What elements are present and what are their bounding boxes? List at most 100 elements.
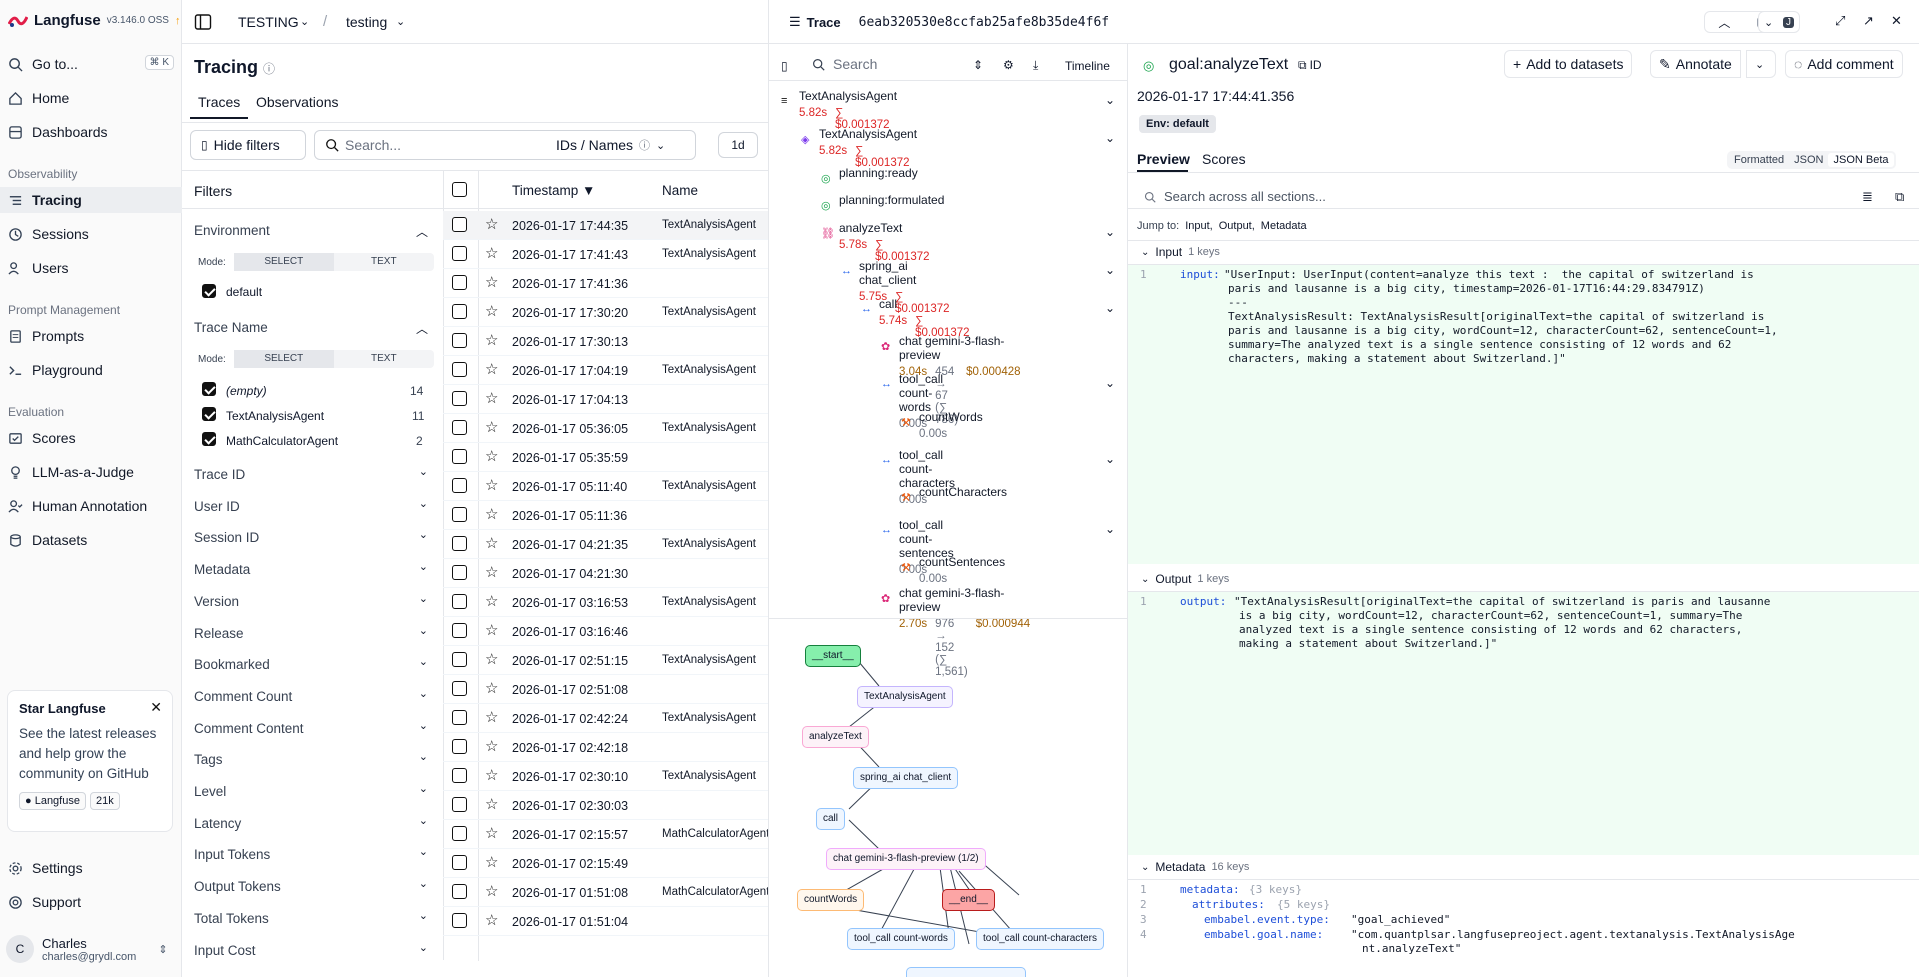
graph-node-tool-chars[interactable]: tool_call count-characters [976,928,1104,950]
filter-collapsed[interactable]: Latency⌄ [194,815,428,832]
timeline-toggle[interactable]: Timeline [1065,59,1110,73]
star-icon[interactable]: ☆ [485,274,499,291]
mode-select[interactable]: SELECT [233,350,334,368]
name-checkbox[interactable] [202,382,216,396]
chevron-down-icon[interactable]: ⌄ [1105,131,1116,145]
table-row[interactable] [443,211,768,240]
chevron-down-icon[interactable]: ⌄ [1105,376,1116,390]
name-checkbox[interactable] [202,407,216,421]
graph-node-agent[interactable]: TextAnalysisAgent [857,686,953,708]
chevron-down-icon[interactable]: ⌄ [1105,93,1116,107]
graph-node-end[interactable]: __end__ [942,889,995,911]
row-checkbox[interactable] [452,884,467,899]
mode-select[interactable]: SELECT [233,253,334,271]
star-icon[interactable]: ☆ [485,390,499,407]
row-checkbox[interactable] [452,652,467,667]
search-mode-select[interactable]: IDs / Names [556,137,634,153]
star-icon[interactable]: ☆ [485,506,499,523]
github-star-button[interactable]: ● Langfuse 21k [19,792,161,810]
mode-segmented[interactable]: SELECT TEXT [233,350,434,368]
graph-node-client[interactable]: spring_ai chat_client [853,767,959,789]
sidebar-item-human-annotation[interactable]: Human Annotation [0,493,182,519]
star-icon[interactable]: ☆ [485,303,499,320]
mode-segmented[interactable]: SELECT TEXT [233,253,434,271]
star-icon[interactable]: ☆ [485,854,499,871]
table-row[interactable] [443,269,768,298]
goto-button[interactable]: Go to... ⌘ K [0,51,182,77]
breadcrumb-project[interactable]: testing [346,14,388,30]
col-header-timestamp[interactable]: Timestamp ▼ [512,183,596,198]
table-row[interactable] [443,356,768,385]
filter-collapsed[interactable]: Output Tokens⌄ [194,878,428,895]
format-json-beta[interactable]: JSON Beta [1828,153,1894,167]
hide-filters-button[interactable]: ▯ Hide filters [190,130,306,160]
table-row[interactable] [443,472,768,501]
star-icon[interactable]: ☆ [485,477,499,494]
annotate-menu-button[interactable]: ⌄ [1746,50,1776,78]
graph-node-tool-words[interactable]: tool_call count-words [847,928,955,950]
table-row[interactable] [443,675,768,704]
row-checkbox[interactable] [452,420,467,435]
row-checkbox[interactable] [452,623,467,638]
graph-node-call[interactable]: call [816,808,846,830]
row-checkbox[interactable] [452,478,467,493]
format-json[interactable]: JSON [1794,154,1824,166]
filter-collapsed[interactable]: User ID⌄ [194,498,428,515]
tab-scores[interactable]: Scores [1202,151,1246,167]
detail-search-input[interactable]: Search across all sections... [1144,189,1326,204]
tab-traces[interactable]: Traces [198,94,241,110]
star-icon[interactable]: ☆ [485,216,499,233]
tree-node[interactable]: planning:ready [839,166,918,180]
external-link-icon[interactable]: ↗ [1863,13,1874,28]
row-checkbox[interactable] [452,855,467,870]
row-checkbox[interactable] [452,768,467,783]
mode-text[interactable]: TEXT [371,256,397,267]
format-formatted[interactable]: Formatted [1734,154,1785,166]
graph-node-chat[interactable]: chat gemini-3-flash-preview (1/2) [826,848,986,870]
star-icon[interactable]: ☆ [485,680,499,697]
copy-icon[interactable]: ⧉ [1895,189,1905,204]
row-checkbox[interactable] [452,594,467,609]
table-row[interactable] [443,443,768,472]
sidebar-item-prompts[interactable]: Prompts [0,323,182,349]
row-checkbox[interactable] [452,507,467,522]
row-checkbox[interactable] [452,565,467,580]
star-icon[interactable]: ☆ [485,622,499,639]
user-menu[interactable]: C Charles charles@grydl.com ⇕ [6,935,168,963]
graph-node-analyze[interactable]: analyzeText [802,726,869,748]
star-icon[interactable]: ☆ [485,593,499,610]
close-icon[interactable]: ✕ [150,699,162,715]
table-row[interactable] [443,617,768,646]
logo[interactable]: Langfuse v3.146.0 OSS ↑ [8,12,180,29]
chevron-down-icon[interactable]: ⌄ [396,16,406,28]
input-section-header[interactable]: ⌄ Input 1 keys [1141,245,1220,259]
row-checkbox[interactable] [452,275,467,290]
table-row[interactable] [443,820,768,849]
breadcrumb-org[interactable]: TESTING [238,14,299,30]
filter-collapsed[interactable]: Comment Count⌄ [194,688,428,705]
filter-collapsed[interactable]: Metadata⌄ [194,561,428,578]
sidebar-item-sessions[interactable]: Sessions [0,221,182,247]
star-icon[interactable]: ☆ [485,709,499,726]
filter-collapsed[interactable]: Tags⌄ [194,751,428,768]
row-checkbox[interactable] [452,797,467,812]
row-checkbox[interactable] [452,304,467,319]
row-checkbox[interactable] [452,449,467,464]
tree-search-input[interactable]: Search [812,56,877,72]
sidebar-item-users[interactable]: Users [0,255,182,281]
date-range-button[interactable]: 1d [718,132,758,158]
select-all-checkbox[interactable] [452,182,467,197]
filter-collapsed[interactable]: Version⌄ [194,593,428,610]
row-checkbox[interactable] [452,536,467,551]
search-input[interactable]: Search... IDs / Names ⓘ ⌄ [314,130,696,160]
filter-collapsed[interactable]: Session ID⌄ [194,529,428,546]
sidebar-item-llm-as-a-judge[interactable]: LLM-as-a-Judge [0,459,182,485]
table-row[interactable] [443,704,768,733]
maximize-icon[interactable]: ⤢ [1835,13,1846,28]
